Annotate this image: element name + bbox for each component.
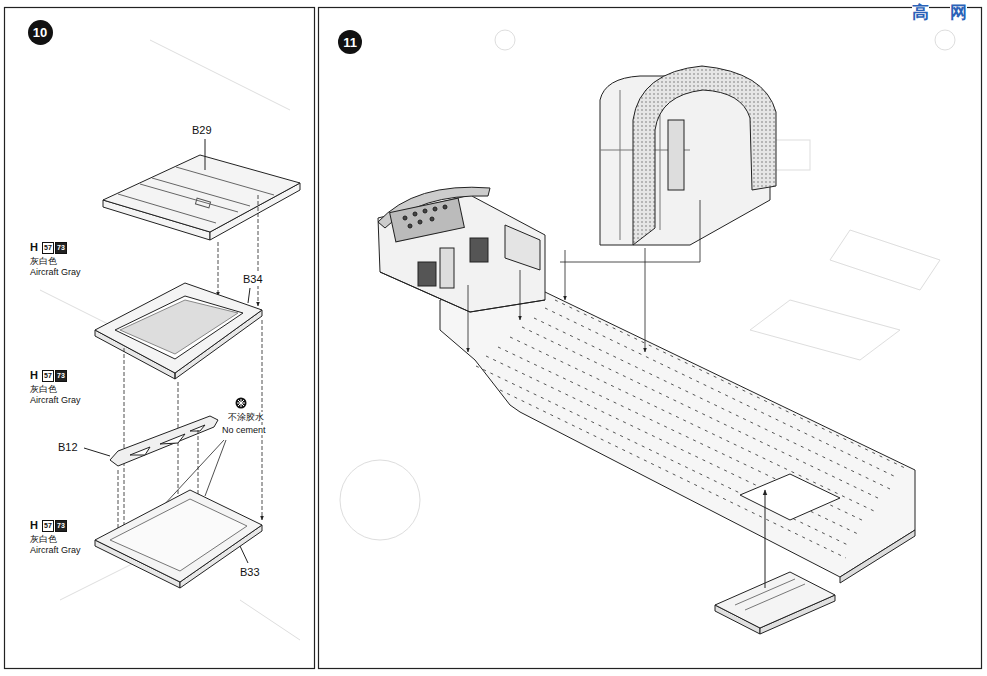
paint-code: 57 [42, 520, 54, 532]
part-b12 [110, 416, 218, 466]
paint-brand-letter: H [30, 369, 38, 382]
paint-name-chinese: 灰白色 [30, 256, 57, 266]
watermark: 高 [912, 3, 929, 23]
cargo-floor [440, 292, 915, 583]
part-number: B29 [192, 124, 212, 137]
paint-name-chinese: 灰白色 [30, 534, 57, 544]
paint-name: Aircraft Gray [30, 545, 81, 555]
paint-name: Aircraft Gray [30, 267, 81, 277]
note-chinese: 不涂胶水 [228, 412, 264, 422]
step-number: 10 [28, 20, 53, 45]
bleed-through [40, 30, 955, 640]
paint-code: 73 [55, 242, 67, 254]
note: No cement [222, 425, 266, 435]
paint-code: 57 [42, 370, 54, 382]
part-number: B12 [58, 441, 78, 454]
part-number: B34 [243, 273, 263, 286]
bulkhead [600, 66, 776, 245]
paint-code: 73 [55, 370, 67, 382]
paint-code: 73 [55, 520, 67, 532]
paint-brand-letter: H [30, 519, 38, 532]
watermark: 网 [950, 3, 967, 23]
floor-hatch-plate [715, 572, 835, 634]
paint-code: 57 [42, 242, 54, 254]
step-number-text: 11 [343, 36, 357, 49]
step-number: 11 [338, 30, 362, 54]
part-b33 [95, 490, 262, 588]
paint-name-chinese: 灰白色 [30, 384, 57, 394]
part-b29 [103, 155, 300, 240]
part-number: B33 [240, 566, 260, 579]
paint-brand-letter: H [30, 241, 38, 254]
part-b34 [95, 283, 262, 379]
step-number-text: 10 [33, 26, 47, 39]
paint-name: Aircraft Gray [30, 395, 81, 405]
